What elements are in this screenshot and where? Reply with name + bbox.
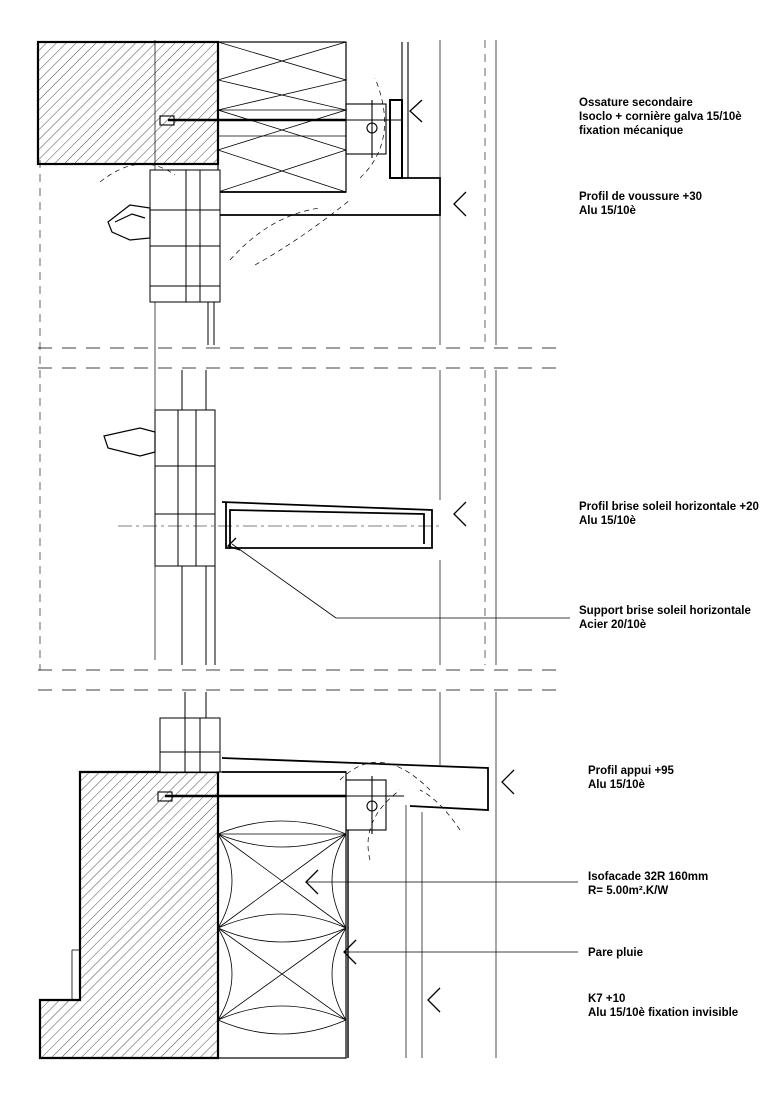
label-ossature: Ossature secondaire Isoclo + cornière ga… xyxy=(579,97,745,137)
label-voussure-line-1: Profil de voussure +30 xyxy=(579,191,702,203)
label-appui-line-2: Alu 15/10è xyxy=(588,779,645,791)
sunshade-profile xyxy=(221,501,433,549)
label-support-line-1: Support brise soleil horizontale xyxy=(579,605,751,617)
top-airflow xyxy=(99,77,385,266)
label-isofacade-line-1: Isofacade 32R 160mm xyxy=(588,871,708,883)
middle-window-frame xyxy=(154,370,216,665)
annotations: Ossature secondaire Isoclo + cornière ga… xyxy=(579,97,762,1019)
voussure-profile xyxy=(220,177,441,216)
top-rail-bracket xyxy=(159,42,409,179)
bottom-insulation xyxy=(217,771,347,1059)
label-support-line-2: Acier 20/10è xyxy=(579,619,646,631)
bottom-window-frame xyxy=(159,692,221,773)
bottom-airflow xyxy=(339,761,461,861)
label-appui-line-1: Profil appui +95 xyxy=(588,765,675,777)
dashed-vertical-lines xyxy=(39,40,486,670)
label-voussure-line-2: Alu 15/10è xyxy=(579,205,636,217)
label-ossature-line-1: Ossature secondaire xyxy=(579,97,693,109)
break-lines xyxy=(38,347,560,691)
appui-profile xyxy=(221,757,489,811)
label-appui: Profil appui +95 Alu 15/10è xyxy=(588,765,677,791)
leader-lines xyxy=(226,99,578,1013)
top-insulation xyxy=(216,41,348,193)
label-brise-soleil: Profil brise soleil horizontale +20 Alu … xyxy=(579,501,762,527)
label-ossature-line-3: fixation mécanique xyxy=(579,125,683,137)
label-voussure: Profil de voussure +30 Alu 15/10è xyxy=(579,191,705,217)
middle-window-handle xyxy=(103,427,156,457)
top-window-frame xyxy=(149,169,221,345)
label-pare-pluie: Pare pluie xyxy=(588,947,643,959)
label-brise-soleil-line-2: Alu 15/10è xyxy=(579,515,636,527)
label-isofacade-line-2: R= 5.00m².K/W xyxy=(588,885,668,897)
label-support: Support brise soleil horizontale Acier 2… xyxy=(579,605,754,631)
label-brise-soleil-line-1: Profil brise soleil horizontale +20 xyxy=(579,501,759,513)
concrete-sill-wall xyxy=(38,770,220,1060)
label-isofacade: Isofacade 32R 160mm R= 5.00m².K/W xyxy=(588,871,711,897)
top-window-handle xyxy=(107,204,151,241)
concrete-lintel xyxy=(36,40,220,166)
label-k7: K7 +10 Alu 15/10è fixation invisible xyxy=(588,993,738,1019)
label-ossature-line-2: Isoclo + cornière galva 15/10è xyxy=(579,111,742,123)
label-k7-line-2: Alu 15/10è fixation invisible xyxy=(588,1007,738,1019)
label-pare-pluie-line-1: Pare pluie xyxy=(588,947,643,959)
label-k7-line-1: K7 +10 xyxy=(588,993,625,1005)
